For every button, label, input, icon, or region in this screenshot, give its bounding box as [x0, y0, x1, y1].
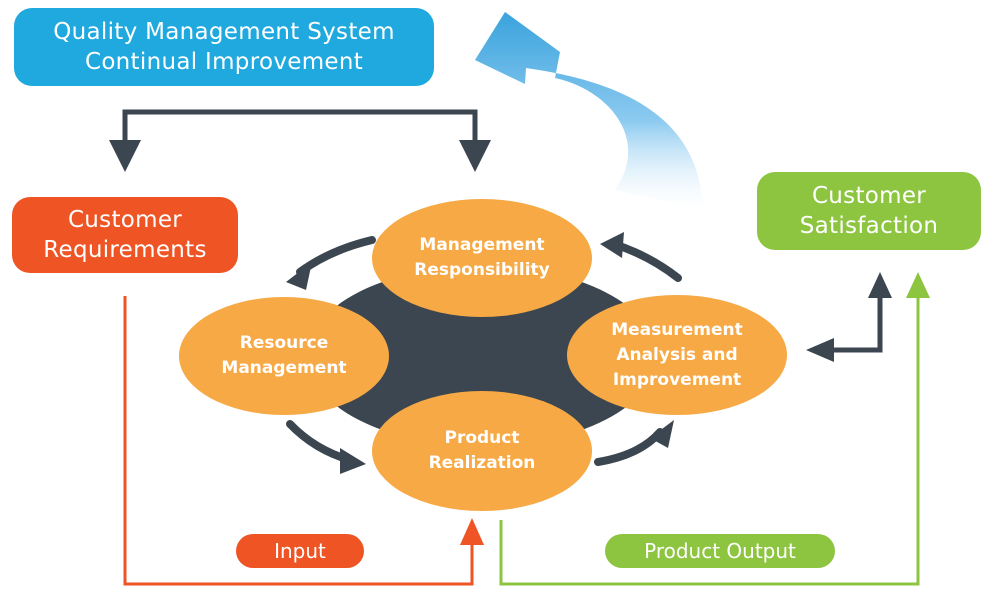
- input-pill: Input: [236, 534, 364, 568]
- feedback-arrowhead-left: [806, 338, 834, 362]
- oval-management-responsibility: [372, 199, 592, 317]
- feedback-arrowhead-up: [868, 272, 892, 298]
- measurement-analysis-label: Measurement Analysis and Improvement: [611, 319, 743, 390]
- arrowhead-to-management: [459, 140, 491, 172]
- qms-continual-improvement-box: Quality Management System Continual Impr…: [14, 8, 434, 86]
- oval-measurement-analysis: [567, 295, 787, 415]
- product-realization-label: Product Realization: [428, 428, 536, 473]
- cycle-arrowhead-to-management: [600, 232, 624, 258]
- input-label: Input: [274, 539, 326, 563]
- output-arrowhead: [906, 272, 930, 298]
- cycle-arrowhead-to-measurement: [650, 420, 674, 448]
- output-flow-line: [499, 296, 920, 586]
- qms-label: Quality Management System Continual Impr…: [53, 19, 395, 75]
- customer-satisfaction-box: Customer Satisfaction: [757, 172, 981, 250]
- arrowhead-to-requirements: [109, 140, 141, 172]
- customer-requirements-box: Customer Requirements: [12, 197, 238, 273]
- product-output-label: Product Output: [644, 539, 796, 563]
- satisfaction-feedback-line: [830, 296, 883, 353]
- qms-distribution-arrows: [122, 109, 478, 145]
- customer-satisfaction-label: Customer Satisfaction: [799, 183, 939, 239]
- input-flow-line: [123, 296, 474, 586]
- cycle-hub: [307, 266, 657, 446]
- cycle-arrowhead-to-product: [340, 448, 366, 474]
- resource-management-label: Resource Management: [221, 333, 347, 378]
- oval-resource-management: [179, 297, 389, 415]
- customer-requirements-label: Customer Requirements: [43, 207, 207, 263]
- product-output-pill: Product Output: [605, 534, 835, 568]
- oval-product-realization: [372, 391, 592, 511]
- input-arrowhead: [460, 518, 484, 545]
- cycle-arrowhead-to-resource: [286, 262, 312, 290]
- management-responsibility-label: Management Responsibility: [414, 235, 550, 280]
- continual-improvement-arrow: [475, 12, 703, 210]
